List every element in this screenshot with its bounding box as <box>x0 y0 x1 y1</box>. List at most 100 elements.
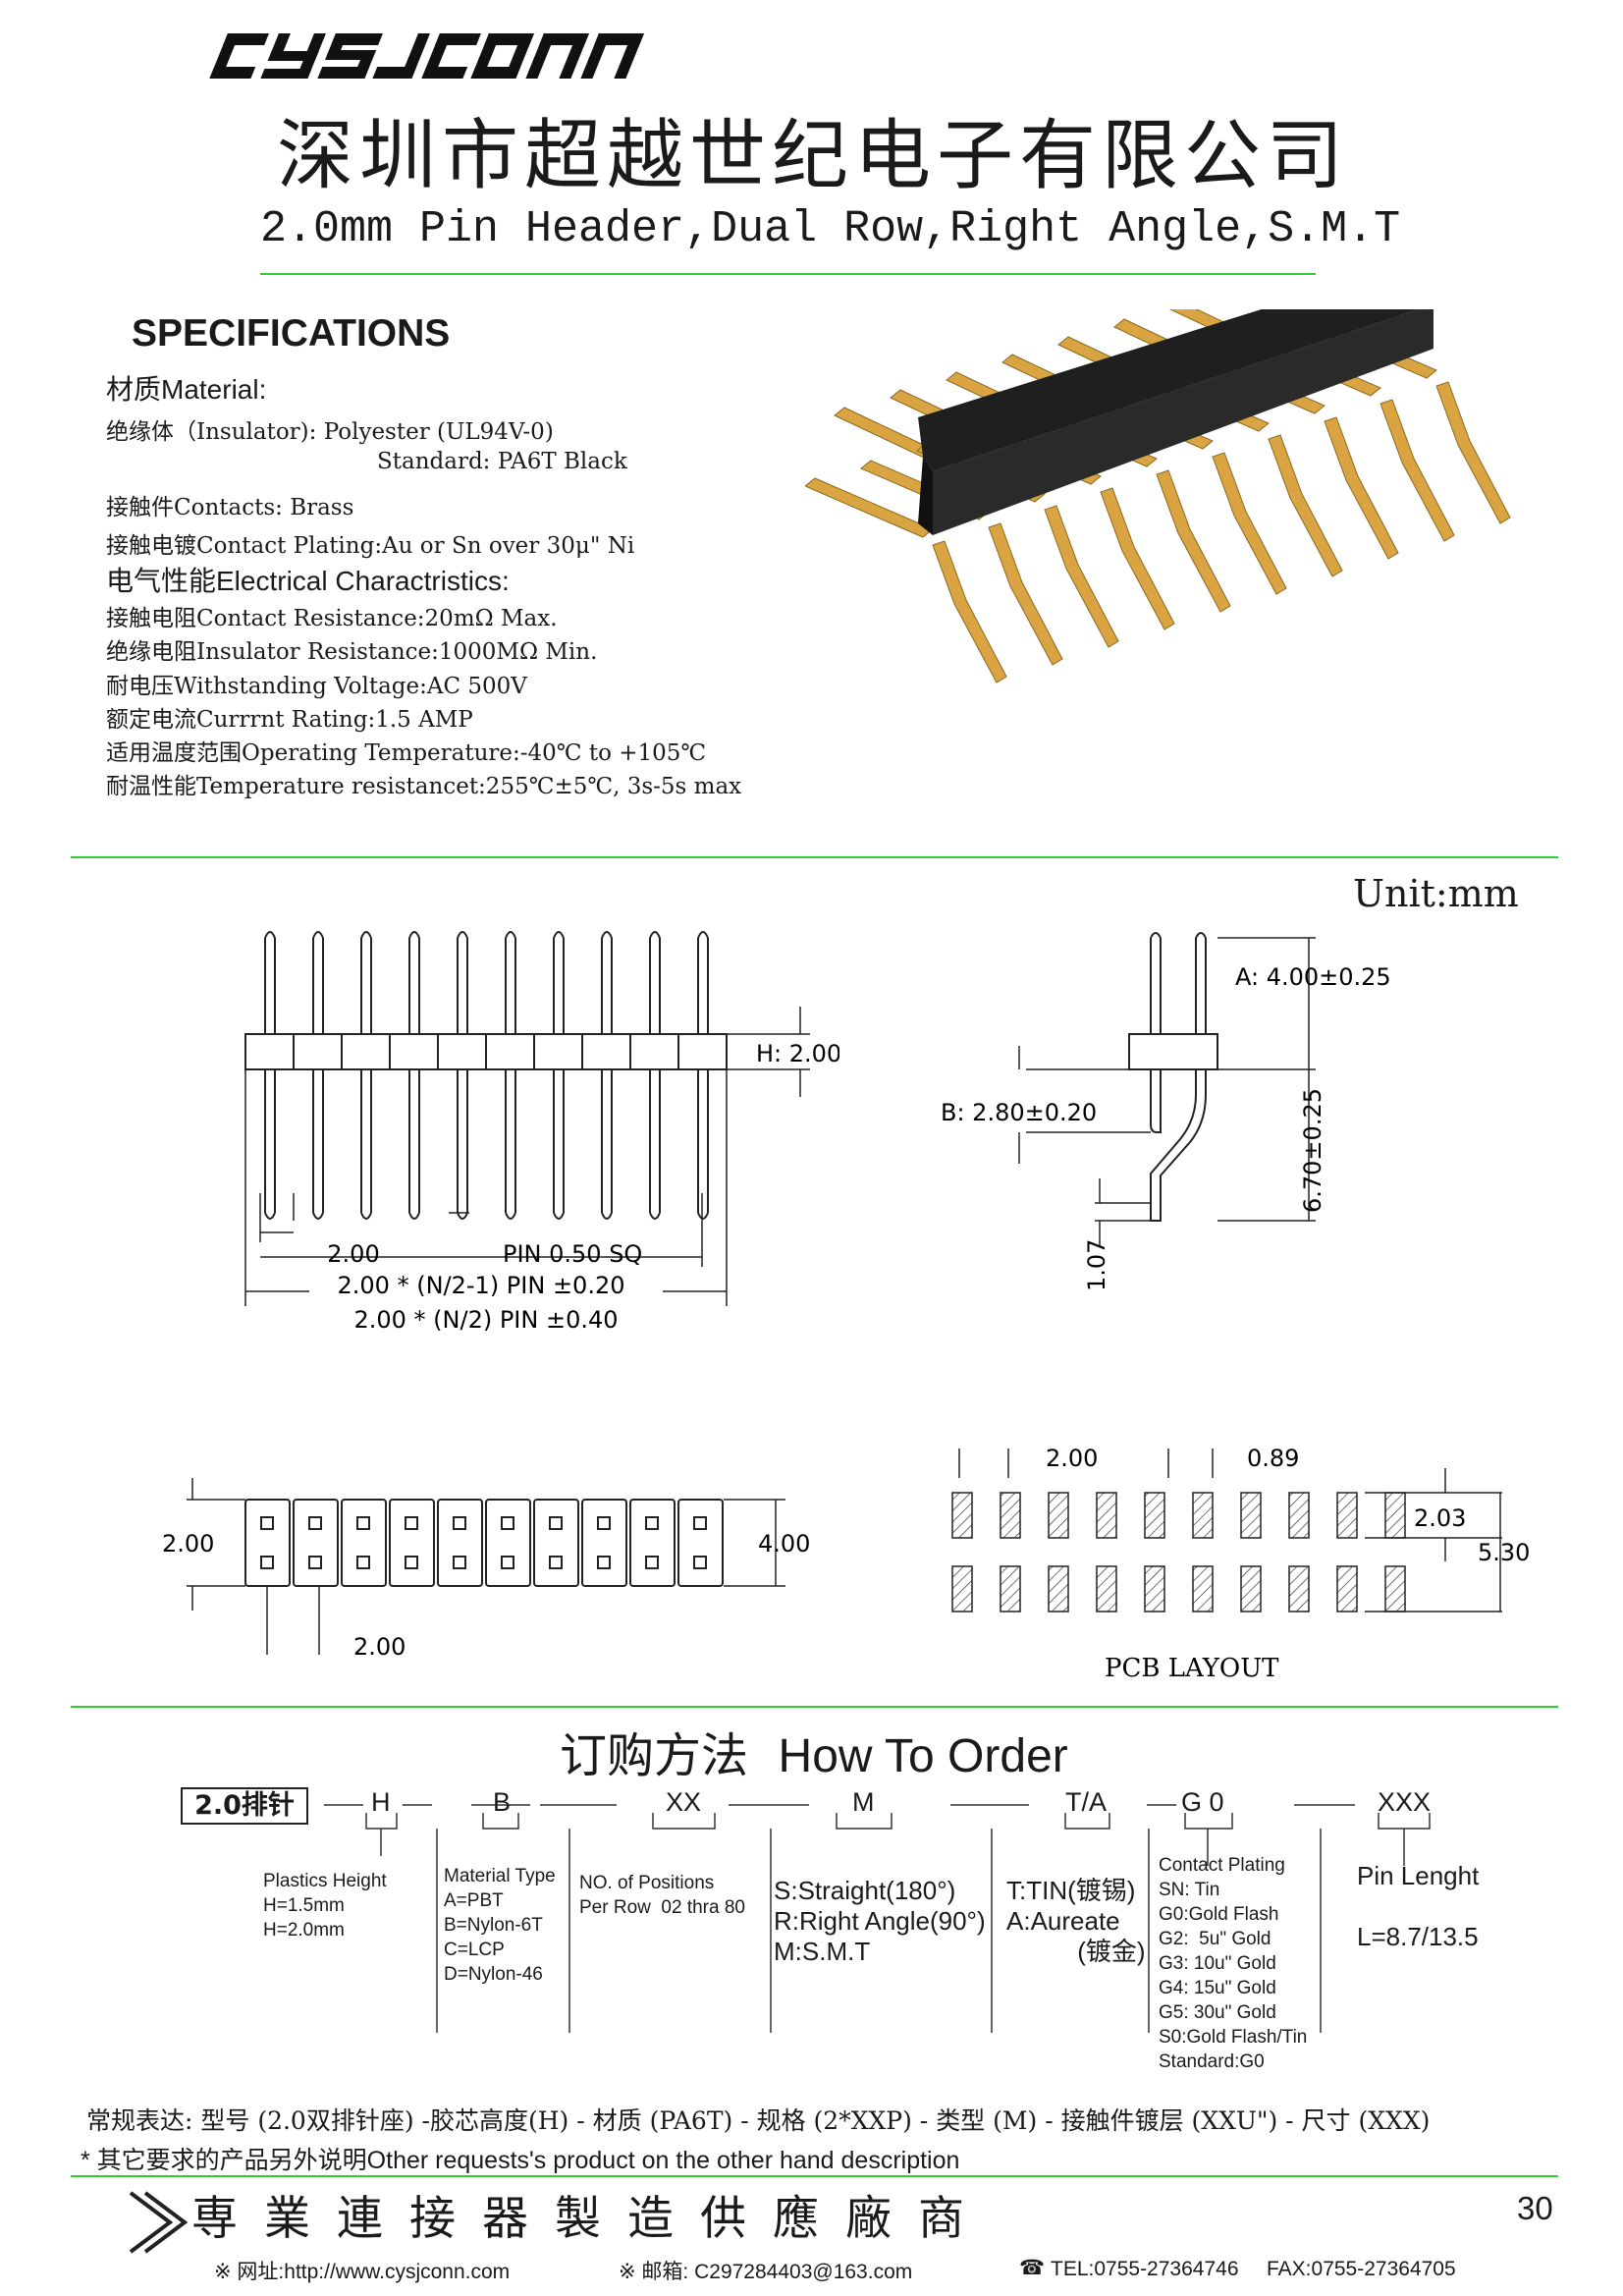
bent-pin <box>1268 434 1343 577</box>
footer-website[interactable]: ※ 网址:http://www.cysjconn.com <box>214 2261 511 2283</box>
front-pin-lower <box>697 1069 709 1220</box>
phone-icon: ☎ <box>1019 2257 1046 2279</box>
code-positions: XX <box>666 1787 702 1817</box>
plating-type-description: T:TIN(镀锡) A:Aureate (镀金) <box>1006 1876 1146 1966</box>
product-subtitle: 2.0mm Pin Header,Dual Row,Right Angle,S.… <box>260 204 1401 254</box>
page-number: 30 <box>1517 2190 1553 2226</box>
code-length: XXX <box>1378 1787 1432 1817</box>
material-heading: 材质Material: <box>106 374 267 405</box>
front-dim-2: 2.00 * (N/2) PIN ±0.40 <box>353 1306 618 1334</box>
spec-operating-temp: 适用温度范围Operating Temperature:-40℃ to +105… <box>106 740 707 766</box>
side-height-dim: 6.70±0.25 <box>1299 1088 1326 1213</box>
pcb-pad <box>951 1492 973 1539</box>
pcb-row-dim: 2.03 <box>1414 1504 1466 1532</box>
chevron-right-icon <box>129 2191 189 2254</box>
side-b-dim: B: 2.80±0.20 <box>941 1099 1097 1126</box>
pcb-pad <box>1096 1492 1117 1539</box>
front-pin-lower <box>360 1069 372 1220</box>
company-name: 深圳市超越世纪电子有限公司 <box>277 112 1350 200</box>
footer-email[interactable]: ※ 邮箱: C297284403@163.com <box>619 2261 913 2283</box>
section-rule-2 <box>71 1706 1558 1708</box>
front-pin <box>360 931 372 1034</box>
contact-plating-description: Contact Plating SN: Tin G0:Gold Flash G2… <box>1159 1855 1308 2072</box>
side-view-drawing: A: 4.00±0.25 B: 2.80±0.20 6.70±0.25 1.07 <box>941 932 1391 1291</box>
pcb-layout-drawing: 2.00 0.89 2.03 5.30 PCB LAYOUT <box>951 1445 1530 1683</box>
front-pin-lower <box>649 1069 661 1220</box>
front-pin <box>457 931 468 1034</box>
top-pin-square <box>501 1516 514 1530</box>
front-dim-1: 2.00 * (N/2-1) PIN ±0.20 <box>338 1272 625 1299</box>
electrical-heading: 电气性能Electrical Charactristics: <box>106 566 510 596</box>
spec-withstanding-voltage: 耐电压Withstanding Voltage:AC 500V <box>106 674 527 699</box>
top-pin-square <box>260 1556 274 1569</box>
top-cell <box>293 1499 339 1587</box>
pcb-pad <box>1096 1565 1117 1613</box>
side-foot-dim: 1.07 <box>1083 1239 1110 1291</box>
spec-insulator-standard: Standard: PA6T Black <box>377 449 627 474</box>
pcb-pad <box>1336 1565 1358 1613</box>
length-description: Pin Lenght L=8.7/13.5 <box>1357 1861 1480 1951</box>
part-prefix-box: 2.0排针 <box>181 1787 308 1825</box>
top-pin-square <box>645 1556 659 1569</box>
other-requests-note: * 其它要求的产品另外说明Other requests's product on… <box>81 2147 960 2174</box>
order-code-lines <box>324 1804 1431 2033</box>
front-pin-lower <box>264 1069 276 1220</box>
spec-contact-resistance: 接触电阻Contact Resistance:20mΩ Max. <box>106 606 558 631</box>
positions-description: NO. of Positions Per Row 02 thra 80 <box>579 1873 745 1918</box>
pcb-pad <box>1240 1565 1262 1613</box>
bent-pin <box>932 540 1007 683</box>
unit-label: Unit:mm <box>1353 872 1519 915</box>
front-pin-lower <box>408 1069 420 1220</box>
front-h-dim: H: 2.00 <box>756 1040 839 1067</box>
top-cell <box>581 1499 627 1587</box>
bent-pin <box>1435 381 1511 524</box>
section-rule-3 <box>71 2175 1558 2177</box>
footer-slogan: 専業連接器製造供應廠商 <box>191 2192 991 2246</box>
pcb-pad <box>1384 1565 1406 1613</box>
code-material: B <box>493 1787 512 1817</box>
pcb-pitch-dim: 2.00 <box>1046 1445 1098 1472</box>
front-view-drawing: H: 2.00 2.00 PIN 0.50 SQ 2.00 * (N/2-1) … <box>244 931 839 1334</box>
top-cell <box>341 1499 387 1587</box>
pcb-pad <box>1144 1492 1165 1539</box>
spec-plating: 接触电镀Contact Plating:Au or Sn over 30μ" N… <box>106 533 635 559</box>
front-pin <box>408 931 420 1034</box>
code-type: M <box>852 1787 875 1817</box>
top-pin-square <box>549 1556 563 1569</box>
top-pin-square <box>260 1516 274 1530</box>
top-right-dim: 4.00 <box>758 1530 810 1558</box>
top-pin-square <box>693 1516 707 1530</box>
top-cell <box>629 1499 676 1587</box>
spec-insulator-resistance: 绝缘电阻Insulator Resistance:1000MΩ Min. <box>106 639 598 665</box>
pcb-pad <box>1384 1492 1406 1539</box>
top-pin-square <box>308 1516 322 1530</box>
pcb-pad <box>1192 1492 1214 1539</box>
regular-expression-note: 常规表达: 型号 (2.0双排针座) -胶芯高度(H) - 材质 (PA6T) … <box>86 2106 1431 2135</box>
insulator-side <box>918 457 933 535</box>
pcb-pad <box>1000 1492 1021 1539</box>
pcb-pad-dim: 0.89 <box>1247 1445 1299 1472</box>
top-bottom-dim: 2.00 <box>353 1633 406 1661</box>
top-pin-square <box>597 1516 611 1530</box>
top-pin-square <box>356 1516 370 1530</box>
spec-contacts: 接触件Contacts: Brass <box>106 495 354 520</box>
top-pin-square <box>645 1516 659 1530</box>
top-cell <box>389 1499 435 1587</box>
pcb-pad <box>1336 1492 1358 1539</box>
front-pin-lower <box>505 1069 516 1220</box>
pcb-pad <box>951 1565 973 1613</box>
front-pin <box>697 931 709 1034</box>
top-pin-square <box>549 1516 563 1530</box>
top-cell <box>244 1499 291 1587</box>
top-pin-square <box>405 1556 418 1569</box>
pcb-pad <box>1048 1565 1069 1613</box>
top-view-drawing: 2.00 4.00 2.00 <box>162 1478 810 1661</box>
top-left-dim: 2.00 <box>162 1530 214 1558</box>
pcb-layout-label: PCB LAYOUT <box>1105 1654 1279 1683</box>
title-rule <box>260 273 1316 275</box>
top-pin-square <box>501 1556 514 1569</box>
top-pin-square <box>308 1556 322 1569</box>
top-cell <box>533 1499 579 1587</box>
bent-pin <box>1212 452 1287 595</box>
spec-current-rating: 额定电流Currrnt Rating:1.5 AMP <box>106 707 473 733</box>
